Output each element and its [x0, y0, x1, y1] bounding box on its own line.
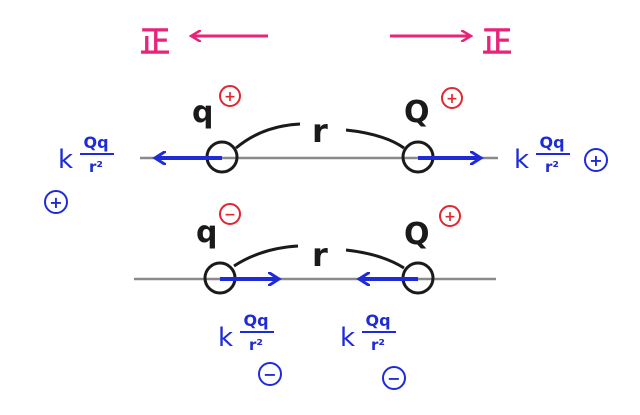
top-force-right-k: k — [514, 145, 529, 175]
top-force-right-sign-badge — [584, 148, 608, 172]
top-force-left-sign-badge — [44, 190, 68, 214]
bottom-charge-Q-sign-badge — [439, 205, 461, 227]
bottom-force-right-formula: k Qq r² − — [340, 311, 406, 390]
bottom-charge-Q-sign: + — [444, 209, 456, 225]
positive-direction-left: 正 — [140, 25, 268, 60]
positive-right-label: 正 — [482, 25, 512, 60]
top-force-left-k: k — [58, 145, 73, 175]
bottom-force-right-sign-badge — [382, 366, 406, 390]
bottom-charge-q-sign: − — [224, 207, 236, 223]
top-distance-right-curve — [345, 128, 405, 150]
top-force-left-denominator: r² — [89, 158, 103, 176]
bottom-force-left-numerator: Qq — [243, 311, 268, 330]
bottom-case: q − Q + r k Qq r² − k Qq r² — [134, 203, 496, 390]
bottom-distance-right-curve — [345, 248, 405, 270]
top-force-left-sign: + — [49, 193, 62, 212]
bottom-force-left-sign: − — [263, 365, 276, 384]
top-force-right-formula: k Qq r² + — [514, 133, 608, 176]
top-charge-q-sign-badge — [219, 85, 241, 107]
bottom-force-right-k: k — [340, 323, 355, 353]
top-charge-q-label: q — [192, 95, 213, 130]
top-force-left-formula: k Qq r² + — [44, 133, 114, 214]
bottom-distance-left-curve — [233, 244, 299, 268]
bottom-force-right-denominator: r² — [371, 336, 385, 354]
top-charge-Q-sign-badge — [441, 87, 463, 109]
top-charge-Q-sign: + — [446, 91, 458, 107]
bottom-force-left-k: k — [218, 323, 233, 353]
positive-left-label: 正 — [140, 25, 170, 60]
top-distance-left-curve — [235, 122, 301, 150]
bottom-charge-Q-label: Q — [404, 217, 430, 252]
bottom-force-left-denominator: r² — [249, 336, 263, 354]
bottom-charge-q-label: q — [196, 215, 217, 250]
top-distance-label: r — [312, 112, 328, 150]
bottom-force-left-sign-badge — [258, 362, 282, 386]
bottom-force-left-formula: k Qq r² − — [218, 311, 282, 386]
bottom-charge-q-sign-badge — [219, 203, 241, 225]
top-force-right-numerator: Qq — [539, 133, 564, 152]
top-force-right-denominator: r² — [545, 158, 559, 176]
bottom-distance-label: r — [312, 236, 328, 274]
top-charge-Q-label: Q — [404, 95, 430, 130]
positive-direction-right: 正 — [390, 25, 512, 60]
top-force-left-numerator: Qq — [83, 133, 108, 152]
top-charge-q-sign: + — [224, 89, 236, 105]
top-case: q + Q + r k Qq r² + k Qq r² — [44, 85, 608, 214]
bottom-force-right-sign: − — [387, 369, 400, 388]
bottom-force-right-numerator: Qq — [365, 311, 390, 330]
top-force-right-sign: + — [589, 151, 602, 170]
